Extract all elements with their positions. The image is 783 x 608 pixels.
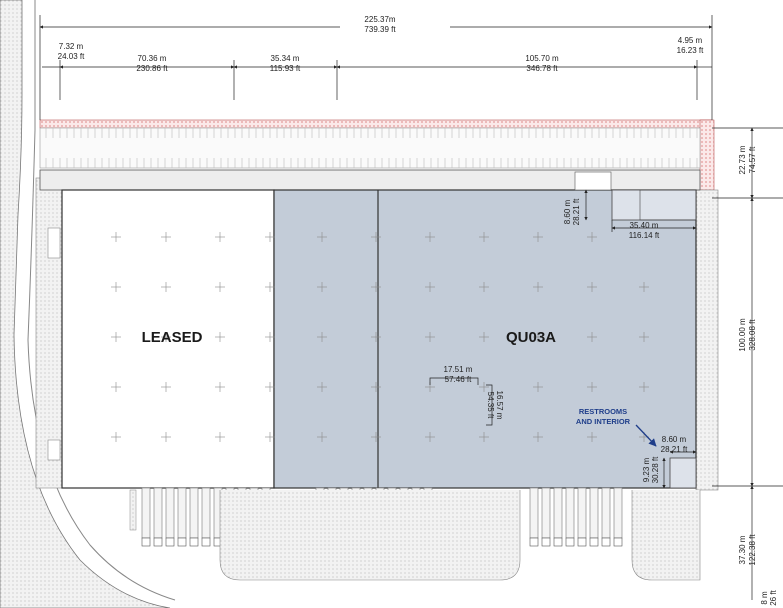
right-dim1-m: 22.73 m [738,145,747,174]
right-yard [695,189,719,491]
loading-dock [529,487,539,539]
loading-dock [541,487,551,539]
parking-stalls [45,128,698,168]
right-dim3-ft: 122.38 ft [748,534,757,566]
truck-court [129,489,701,581]
loading-dock [201,487,211,539]
dock-door [577,537,587,547]
dock-door [589,537,599,547]
seg1-ft: 24.03 ft [58,52,85,61]
dimension-lines [39,15,783,600]
right-dim3-m: 37.30 m [738,535,747,564]
right-dim2-m: 100.00 m [738,318,747,352]
office-width-ft: 116.14 ft [629,231,660,240]
seg5-m: 4.95 m [678,36,703,45]
loading-dock [553,487,563,539]
restroom-height-m: 9.23 m [642,457,651,482]
dock-door [553,537,563,547]
site-perimeter [39,119,715,191]
zone-leased-label: LEASED [142,329,203,346]
leased-area [61,189,275,489]
overall-width-m: 225.37m [364,15,395,24]
dock-door [541,537,551,547]
seg4-m: 105.70 m [525,54,559,63]
seg3-ft: 115.93 ft [270,64,301,73]
restroom-height-ft: 30.28 ft [651,456,660,483]
restroom-width-ft: 28.21 ft [661,445,688,454]
loading-dock [141,487,151,539]
bay-depth-m: 16.57 m [495,391,504,420]
seg3-m: 35.34 m [271,54,300,63]
loading-dock [601,487,611,539]
loading-dock [589,487,599,539]
zone-unit-label: QU03A [506,329,556,346]
restrooms-note-line2: AND INTERIOR [576,417,631,426]
dock-door [189,537,199,547]
office-width-m: 35.40 m [630,221,659,230]
restroom-pointer-arrow [635,424,657,447]
utility-pad [47,439,61,461]
dock-door [177,537,187,547]
office-block [611,189,697,221]
seg2-ft: 230.86 ft [136,64,168,73]
restroom-block [669,457,697,489]
office-height-m: 8.60 m [563,199,572,224]
right-dim4-m: 8 m [760,591,769,605]
office-height-ft: 28.21 ft [572,198,581,225]
restrooms-note-line1: RESTROOMS [579,407,627,416]
dock-door [613,537,623,547]
loading-dock [177,487,187,539]
seg1-m: 7.32 m [59,42,84,51]
seg5-ft: 16.23 ft [677,46,704,55]
right-dim4-ft: 26 ft [769,589,778,605]
seg2-m: 70.36 m [138,54,167,63]
building [39,169,701,489]
loading-dock [565,487,575,539]
dock-door [201,537,211,547]
seg4-ft: 346.78 ft [526,64,558,73]
dock-door [529,537,539,547]
restroom-width-m: 8.60 m [662,435,687,444]
overall-width-ft: 739.39 ft [364,25,396,34]
right-dim2-ft: 328.08 ft [748,319,757,351]
dock-door [601,537,611,547]
dock-door [153,537,163,547]
bay-depth-ft: 54.35 ft [486,392,495,419]
bay-width-ft: 57.46 ft [445,375,472,384]
unit-area [273,189,697,489]
loading-dock [189,487,199,539]
dock-door [565,537,575,547]
loading-dock [613,487,623,539]
right-dim1-ft: 74.57 ft [748,146,757,173]
dock-door [141,537,151,547]
loading-dock [165,487,175,539]
bay-width-m: 17.51 m [444,365,473,374]
loading-dock [153,487,163,539]
dock-door [165,537,175,547]
loading-dock [577,487,587,539]
transformer-pad [47,227,61,259]
column-grid [111,232,649,442]
